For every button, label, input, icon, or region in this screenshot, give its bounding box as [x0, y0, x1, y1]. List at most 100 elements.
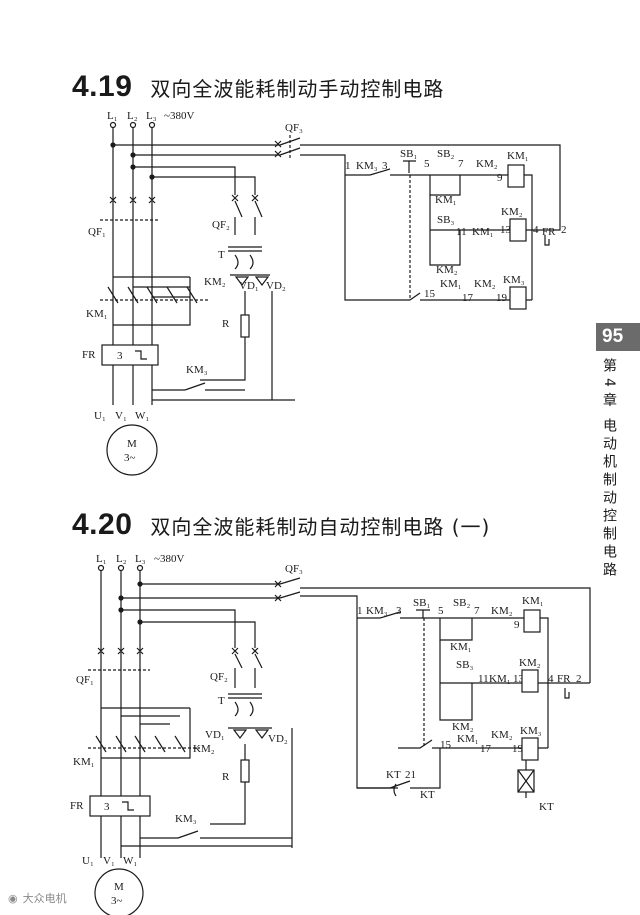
- label-km3-nc: KM₃: [356, 160, 378, 172]
- page-number-tab: 95: [596, 323, 640, 351]
- label-qf3: QF₃: [285, 122, 303, 134]
- label-km2-coil: KM₂: [501, 206, 523, 218]
- fr-mark: 3: [104, 801, 110, 813]
- label-sb2: SB₂: [453, 597, 470, 609]
- node-2: 2: [561, 224, 567, 236]
- node-1: 1: [357, 605, 363, 617]
- chapter-label: 第4章: [601, 358, 617, 413]
- node-17: 17: [462, 292, 474, 304]
- label-r: R: [222, 318, 230, 330]
- label-km2-coil: KM₂: [519, 657, 541, 669]
- node-13: 13: [513, 673, 525, 685]
- label-r: R: [222, 771, 230, 783]
- node-2: 2: [576, 673, 582, 685]
- label-vd2: VD₂: [266, 280, 286, 292]
- coil-km2: [509, 218, 527, 242]
- coil-km3: [521, 737, 539, 761]
- node-11: 11: [456, 226, 467, 238]
- label-km2-nc: KM₂: [476, 158, 498, 170]
- label-u1: U₁: [82, 855, 94, 867]
- label-km1-coil: KM₁: [522, 595, 544, 607]
- label-km1-nc2: KM₁: [489, 673, 511, 685]
- motor-symbol: [94, 868, 144, 915]
- label-km2-brake: KM₂: [193, 743, 215, 755]
- coil-km1: [523, 609, 541, 633]
- label-l1: L₁: [96, 553, 107, 565]
- watermark: ◉ 大众电机: [8, 890, 67, 906]
- label-km2-hold: KM₂: [436, 264, 458, 276]
- coil-km3: [509, 286, 527, 310]
- label-km3-coil: KM₃: [520, 725, 542, 737]
- circuit-diagram-4-20: L₁ L₂ L₃ ~380V QF₃ QF₂ QF₁ T VD₁ VD₂ R K…: [70, 553, 591, 915]
- label-voltage: ~380V: [164, 110, 194, 122]
- node-3: 3: [382, 160, 388, 172]
- label-sb1: SB₁: [400, 148, 417, 160]
- label-km3-brake: KM₃: [186, 364, 208, 376]
- node-9: 9: [514, 619, 520, 631]
- motor-phase: 3~: [111, 895, 123, 907]
- label-sb3: SB₃: [456, 659, 473, 671]
- label-km2-brake: KM₂: [204, 276, 226, 288]
- label-fr: FR: [70, 800, 84, 812]
- node-11: 11: [478, 673, 489, 685]
- circuit-diagram-4-19: L₁ L₂ L₃ ~380V QF₃ QF₂ QF₁ T KM₂ VD₁ VD₂…: [82, 110, 567, 476]
- label-kt-contact: KT: [386, 769, 401, 781]
- label-t: T: [218, 695, 225, 707]
- label-km2-hold: KM₂: [452, 721, 474, 733]
- label-v1: V₁: [115, 410, 127, 422]
- node-19: 19: [496, 292, 508, 304]
- label-km2-nc3: KM₂: [474, 278, 496, 290]
- node-15: 15: [440, 739, 452, 751]
- label-t: T: [218, 249, 225, 261]
- section-number: 4.20: [72, 508, 133, 541]
- label-km1-hold: KM₁: [450, 641, 472, 653]
- label-fr-contact: FR: [557, 673, 571, 685]
- label-l2: L₂: [116, 553, 127, 565]
- label-l3: L₃: [146, 110, 157, 122]
- label-l1: L₁: [107, 110, 118, 122]
- motor-symbol: [106, 424, 158, 476]
- label-w1: W₁: [135, 410, 149, 422]
- label-fr: FR: [82, 349, 96, 361]
- label-km1-nc3: KM₁: [440, 278, 462, 290]
- label-vd2: VD₂: [268, 733, 288, 745]
- section-title: 双向全波能耗制动自动控制电路 (一): [150, 515, 491, 539]
- node-21: 21: [405, 769, 416, 781]
- label-vd1: VD₁: [239, 280, 259, 292]
- label-km3-coil: KM₃: [503, 274, 525, 286]
- node-3: 3: [396, 605, 402, 617]
- motor-name: M: [114, 881, 124, 893]
- motor-name: M: [127, 438, 137, 450]
- motor-phase: 3~: [124, 452, 136, 464]
- node-5: 5: [424, 158, 430, 170]
- section-number: 4.19: [72, 70, 133, 103]
- node-19: 19: [512, 743, 524, 755]
- node-5: 5: [438, 605, 444, 617]
- label-sb3: SB₃: [437, 214, 454, 226]
- label-km1-hold: KM₁: [435, 194, 457, 206]
- label-km1-coil: KM₁: [507, 150, 529, 162]
- label-w1: W₁: [123, 855, 137, 867]
- weibo-icon: ◉: [8, 891, 18, 905]
- label-l3: L₃: [135, 553, 146, 565]
- label-km1-nc2: KM₁: [472, 226, 494, 238]
- node-7: 7: [458, 158, 464, 170]
- label-km2-nc: KM₂: [491, 605, 513, 617]
- coil-km1: [507, 164, 525, 188]
- watermark-text: 大众电机: [22, 892, 67, 905]
- label-qf1: QF₁: [76, 674, 94, 686]
- label-km1-nc3: KM₁: [457, 733, 479, 745]
- label-fr-contact: FR: [542, 226, 556, 238]
- node-9: 9: [497, 172, 503, 184]
- label-km1-main: KM₁: [86, 308, 108, 320]
- label-kt-contact2: KT: [420, 789, 435, 801]
- label-u1: U₁: [94, 410, 106, 422]
- label-qf3: QF₃: [285, 563, 303, 575]
- label-vd1: VD₁: [205, 729, 225, 741]
- label-voltage: ~380V: [154, 553, 184, 565]
- label-sb1: SB₁: [413, 597, 430, 609]
- label-sb2: SB₂: [437, 148, 454, 160]
- fr-mark: 3: [117, 350, 123, 362]
- label-l2: L₂: [127, 110, 138, 122]
- label-km3-brake: KM₃: [175, 813, 197, 825]
